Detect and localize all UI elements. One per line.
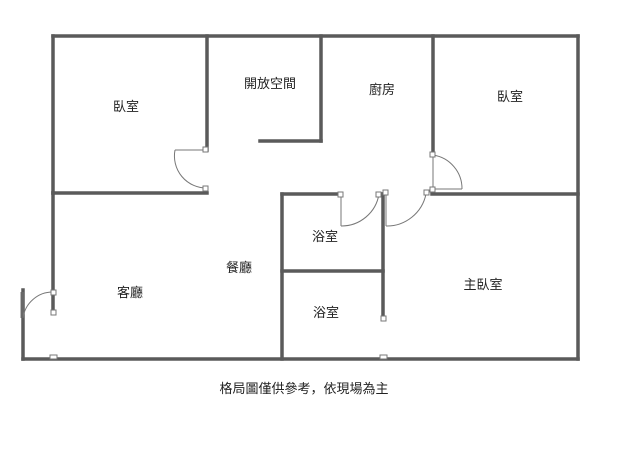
bath-lower-marker [380,315,387,322]
door-entrance [20,289,57,319]
door-master-bedroom [382,189,430,227]
room-label-living-room: 客廳 [117,285,143,301]
door-kitchen [429,151,463,193]
wall-marker-right [379,354,388,360]
room-label-dining-room: 餐廳 [226,260,252,276]
room-label-master-bedroom: 主臥室 [463,277,502,293]
disclaimer-caption: 格局圖僅供參考，依現場為主 [219,381,388,397]
doors [20,146,463,360]
room-label-bathroom-upper: 浴室 [312,229,338,245]
room-label-bathroom-lower: 浴室 [313,305,339,321]
door-bathroom-upper [337,191,382,227]
wall-marker-left [49,354,58,360]
room-label-bedroom-top-right: 臥室 [497,89,523,105]
room-label-bedroom-top-left: 臥室 [113,99,139,115]
room-label-open-space: 開放空間 [244,77,296,92]
room-label-kitchen: 廚房 [369,82,395,98]
door-bedroom-left [173,146,209,192]
walls [21,34,580,361]
